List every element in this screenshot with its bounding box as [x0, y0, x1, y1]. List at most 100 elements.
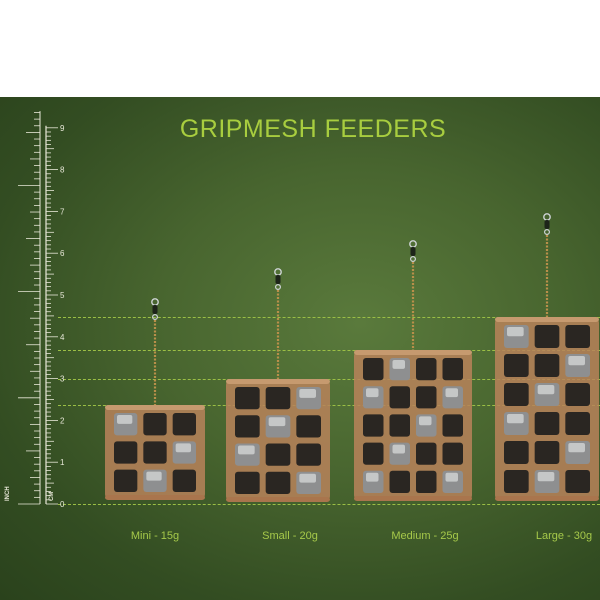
- feeder-medium: [354, 240, 472, 501]
- cage-window: [172, 413, 196, 436]
- cage-window: [534, 441, 560, 464]
- ruler-cm-number: 5: [60, 291, 65, 300]
- cage-rim: [495, 317, 599, 322]
- cage-rim: [354, 350, 472, 355]
- cage-window: [534, 325, 560, 348]
- cage-window: [389, 470, 410, 493]
- page-title: GRIPMESH FEEDERS: [179, 115, 447, 143]
- caption-small: Small - 20g: [262, 530, 318, 542]
- cage-rim: [105, 405, 205, 410]
- swivel-ring: [275, 284, 282, 291]
- cage-window: [416, 358, 437, 381]
- caption-large: Large - 30g: [535, 530, 593, 542]
- ruler-cm-number: 9: [60, 124, 65, 133]
- cage-window: [363, 442, 384, 465]
- cage-window: [504, 441, 529, 464]
- feeder-cage: [354, 350, 472, 501]
- cage-window: [534, 412, 560, 435]
- guide-line-medium: [58, 350, 600, 351]
- ruler-cm-number: 2: [60, 416, 65, 425]
- cage-window: [442, 358, 463, 381]
- cage-window: [504, 383, 529, 406]
- lead-weight: [445, 472, 458, 482]
- guide-line-small: [58, 379, 600, 380]
- ruler-cm-number: 4: [60, 333, 65, 342]
- ruler-cm-number: 7: [60, 207, 65, 216]
- caption-medium: Medium - 25g: [391, 530, 459, 542]
- cage-window: [114, 441, 138, 464]
- lead-weight: [299, 473, 316, 483]
- cage-window: [534, 354, 560, 377]
- lead-weight: [419, 416, 432, 426]
- ruler-cm-number: 6: [60, 249, 65, 258]
- cage-window: [442, 442, 463, 465]
- lead-weight: [175, 443, 191, 453]
- cage-window: [296, 415, 321, 438]
- lead-weight: [392, 360, 405, 369]
- cage-window: [265, 387, 291, 410]
- guide-line-large: [58, 317, 600, 318]
- swivel-body: [275, 275, 281, 284]
- swivel-ring: [409, 240, 417, 248]
- swivel-ring: [274, 268, 282, 276]
- lead-weight: [117, 415, 133, 424]
- ruler-cm-number: 3: [60, 375, 65, 384]
- feeder-cage: [226, 379, 330, 502]
- cage-window: [143, 441, 167, 464]
- cage-window: [172, 469, 196, 492]
- cage-window: [504, 470, 529, 493]
- cage-window: [363, 358, 384, 381]
- lead-weight: [299, 389, 316, 398]
- lead-weight: [268, 417, 286, 427]
- cage-window: [143, 413, 167, 436]
- cage-window: [265, 443, 291, 466]
- cage-window: [265, 471, 291, 494]
- lead-weight: [507, 327, 524, 337]
- swivel-body: [410, 247, 416, 256]
- cage-rim: [226, 497, 330, 502]
- ruler-cm-number: 1: [60, 458, 65, 467]
- swivel-body: [544, 220, 550, 229]
- cage-window: [565, 325, 590, 348]
- lead-weight: [507, 414, 524, 424]
- swivel-ring: [543, 229, 550, 236]
- lead-weight: [537, 385, 555, 395]
- feeder-mini: [105, 298, 205, 500]
- feeders-illustration: [105, 213, 599, 502]
- cage-rim: [354, 496, 472, 501]
- lead-weight: [146, 471, 162, 481]
- cage-window: [235, 387, 260, 410]
- lead-weight: [568, 443, 585, 453]
- lead-weight: [537, 472, 555, 482]
- swivel-ring: [543, 213, 551, 221]
- cage-window: [442, 414, 463, 437]
- ruler-cm-number: 8: [60, 166, 65, 175]
- cage-window: [389, 386, 410, 409]
- lead-weight: [392, 444, 405, 454]
- lead-weight: [238, 445, 255, 455]
- ruler-cm-label: CM: [49, 492, 55, 501]
- lead-weight: [366, 388, 379, 398]
- swivel-body: [152, 305, 158, 314]
- cage-window: [416, 470, 437, 493]
- lead-weight: [568, 356, 585, 366]
- feeder-large: [495, 213, 599, 501]
- swivel-ring: [151, 298, 159, 306]
- lead-weight: [445, 388, 458, 398]
- feeder-small: [226, 268, 330, 502]
- cage-rim: [226, 379, 330, 384]
- lead-weight: [366, 472, 379, 482]
- swivel-ring: [152, 314, 159, 321]
- cage-window: [565, 470, 590, 493]
- cage-rim: [105, 495, 205, 500]
- ruler-inch-label: INCH: [5, 486, 11, 501]
- cage-window: [114, 469, 138, 492]
- cage-window: [389, 414, 410, 437]
- cage-window: [235, 415, 260, 438]
- cage-window: [416, 386, 437, 409]
- cage-window: [235, 471, 260, 494]
- cage-rim: [495, 496, 599, 501]
- cage-window: [504, 354, 529, 377]
